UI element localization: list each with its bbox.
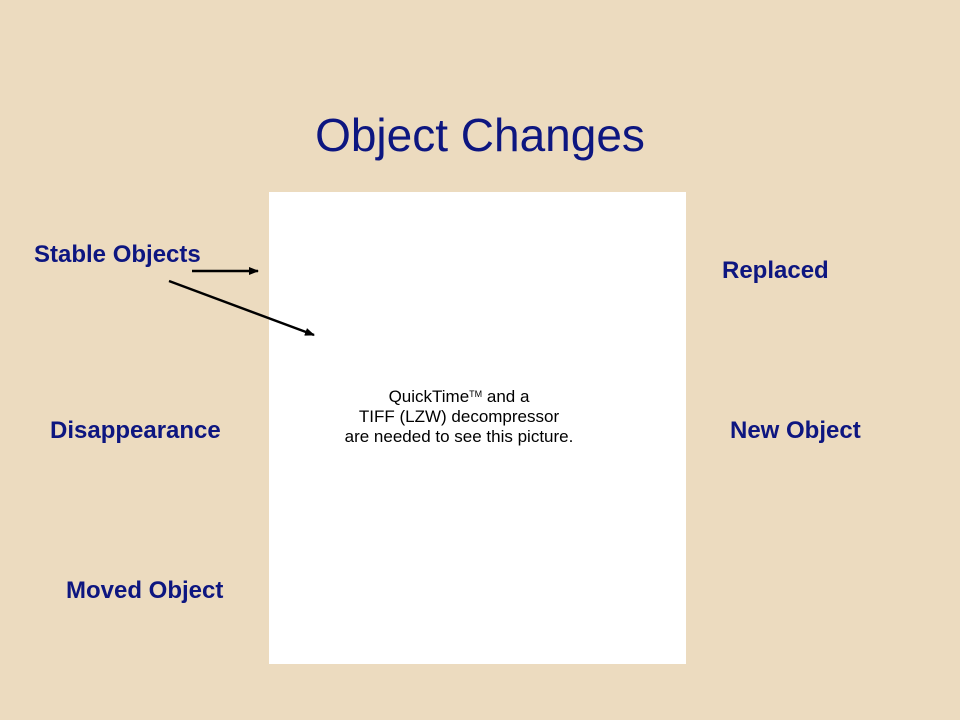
picture-placeholder: QuickTimeTM and a TIFF (LZW) decompresso… [269,192,686,664]
placeholder-message: QuickTimeTM and a TIFF (LZW) decompresso… [269,384,649,447]
placeholder-line-1-prefix: QuickTime [388,387,470,406]
label-new-object: New Object [730,417,861,444]
trademark-symbol: TM [469,389,483,399]
label-replaced: Replaced [722,257,829,284]
label-moved-object: Moved Object [66,577,224,604]
placeholder-line-1-suffix: and a [482,387,530,406]
label-disappearance: Disappearance [50,417,221,444]
arrow-stable-diagonal [168,279,315,337]
placeholder-line-2: TIFF (LZW) decompressor [358,407,560,426]
placeholder-line-1: QuickTimeTM and a [269,384,649,407]
slide-title: Object Changes [315,109,645,161]
label-stable-objects: Stable Objects [34,241,201,268]
placeholder-line-3: are needed to see this picture. [344,427,574,446]
